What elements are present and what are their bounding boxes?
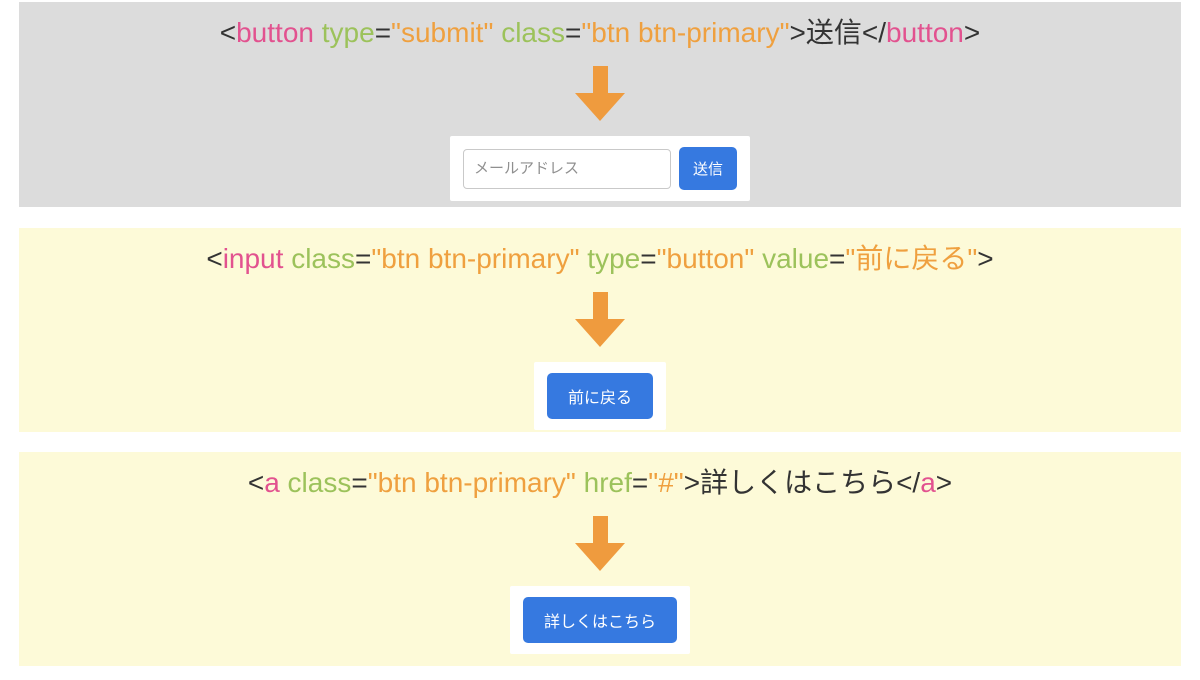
rendered-result-card: 送信 bbox=[449, 136, 750, 202]
code-snippet-input: <input class="btn btn-primary" type="but… bbox=[206, 241, 993, 277]
back-button[interactable]: 前に戻る bbox=[546, 373, 653, 420]
code-token-attr: href bbox=[583, 467, 632, 498]
section-anchor-tag: <a class="btn btn-primary" href="#">詳しくは… bbox=[19, 452, 1181, 666]
down-arrow-stem bbox=[592, 292, 608, 320]
code-token-tag: a bbox=[264, 467, 280, 498]
code-token-plain: </ bbox=[896, 467, 921, 498]
code-token-plain bbox=[280, 467, 288, 498]
code-token-tag: input bbox=[222, 243, 284, 274]
code-token-plain: </ bbox=[861, 17, 887, 48]
code-token-attr: class bbox=[291, 243, 355, 274]
code-token-attr: value bbox=[762, 243, 830, 274]
down-arrow-icon bbox=[575, 516, 625, 572]
email-input[interactable] bbox=[462, 148, 671, 189]
code-token-plain: < bbox=[206, 243, 223, 274]
down-arrow-head bbox=[575, 93, 625, 122]
code-token-plain: = bbox=[354, 243, 372, 274]
code-token-tag: button bbox=[236, 17, 314, 48]
code-token-value: "btn btn-primary" bbox=[371, 243, 580, 274]
code-token-value: "button" bbox=[656, 243, 755, 274]
code-token-plain: >詳しくはこちら bbox=[683, 467, 897, 498]
code-token-plain: = bbox=[564, 17, 582, 48]
code-token-plain: > bbox=[977, 243, 994, 274]
code-token-plain bbox=[314, 17, 322, 48]
code-token-value: "btn btn-primary" bbox=[367, 467, 576, 498]
code-snippet-anchor: <a class="btn btn-primary" href="#">詳しくは… bbox=[248, 465, 952, 501]
rendered-result-card: 前に戻る bbox=[533, 362, 666, 431]
code-token-plain: > bbox=[935, 467, 953, 498]
code-token-plain bbox=[576, 467, 584, 498]
code-snippet-button: <button type="submit" class="btn btn-pri… bbox=[220, 15, 980, 51]
code-token-tag: button bbox=[886, 17, 964, 48]
code-token-plain bbox=[754, 243, 762, 274]
code-token-attr: class bbox=[287, 467, 352, 498]
submit-button[interactable]: 送信 bbox=[678, 147, 737, 191]
code-token-plain: < bbox=[219, 17, 237, 48]
code-token-tag: a bbox=[920, 467, 936, 498]
code-token-attr: type bbox=[321, 17, 375, 48]
code-token-value: "前に戻る" bbox=[845, 243, 978, 274]
down-arrow-icon bbox=[575, 66, 625, 122]
code-token-plain: = bbox=[640, 243, 657, 274]
rendered-result-card: 詳しくはこちら bbox=[509, 586, 690, 655]
code-token-plain: >送信 bbox=[789, 17, 862, 48]
code-token-attr: type bbox=[587, 243, 641, 274]
code-token-plain: = bbox=[829, 243, 846, 274]
code-token-plain: = bbox=[631, 467, 649, 498]
details-link-button[interactable]: 詳しくはこちら bbox=[522, 597, 677, 644]
code-token-plain: > bbox=[963, 17, 981, 48]
down-arrow-head bbox=[575, 319, 625, 348]
down-arrow-stem bbox=[592, 516, 608, 544]
tutorial-page: <button type="submit" class="btn btn-pri… bbox=[19, 2, 1181, 666]
code-token-value: "#" bbox=[648, 467, 684, 498]
code-token-value: "btn btn-primary" bbox=[581, 17, 790, 48]
code-token-attr: class bbox=[501, 17, 565, 48]
code-token-plain: < bbox=[247, 467, 265, 498]
section-input-tag: <input class="btn btn-primary" type="but… bbox=[19, 228, 1181, 432]
demo-form: 送信 bbox=[462, 147, 737, 191]
code-token-value: "submit" bbox=[391, 17, 494, 48]
down-arrow-icon bbox=[575, 292, 625, 348]
down-arrow-head bbox=[575, 543, 625, 572]
section-button-tag: <button type="submit" class="btn btn-pri… bbox=[19, 2, 1181, 207]
code-token-plain: = bbox=[374, 17, 392, 48]
down-arrow-stem bbox=[592, 66, 608, 94]
code-token-plain: = bbox=[351, 467, 368, 498]
